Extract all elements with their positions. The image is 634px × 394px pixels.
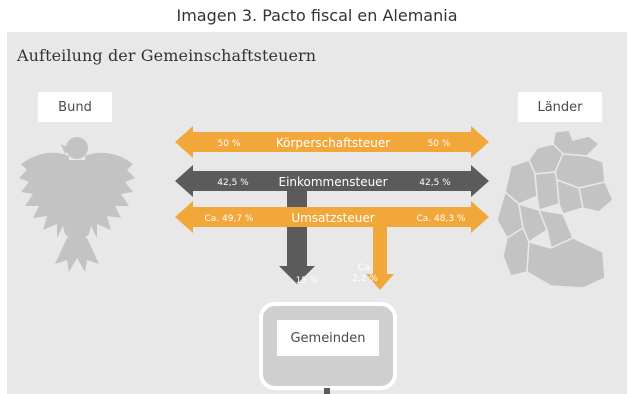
umsatzsteuer-label: Umsatzsteuer (291, 211, 374, 225)
laender-label: Länder (537, 99, 583, 115)
umsatzsteuer-gemeinden-share: 2,2 % (352, 274, 378, 284)
umsatzsteuer-branch-arrow (366, 227, 394, 290)
bund-label: Bund (58, 99, 92, 115)
laender-label-box: Länder (518, 92, 602, 122)
diagram-panel: Aufteilung der Gemeinschaftsteuern Bund … (7, 32, 627, 394)
einkommensteuer-bund-share: 42,5 % (217, 178, 249, 188)
federal-eagle-icon (19, 137, 135, 272)
germany-map-icon (496, 129, 614, 289)
einkommensteuer-laender-share: 42,5 % (419, 178, 451, 188)
gemeinden-label: Gemeinden (290, 330, 366, 346)
bund-label-box: Bund (38, 92, 112, 122)
koerperschaftsteuer-label: Körperschaftsteuer (276, 136, 390, 150)
umsatzsteuer-laender-share: Ca. 48,3 % (417, 214, 466, 224)
diagram-title: Aufteilung der Gemeinschaftsteuern (17, 46, 317, 65)
einkommensteuer-branch-arrow (279, 191, 315, 284)
umsatzsteuer-gemeinden-share-prefix: Ca. (358, 263, 373, 273)
einkommensteuer-gemeinden-share: 15 % (296, 276, 319, 286)
umsatzsteuer-bund-share: Ca. 49,7 % (205, 214, 254, 224)
figure-caption: Imagen 3. Pacto fiscal en Alemania (176, 6, 458, 25)
arrow-umsatzsteuer: Ca. 49,7 % Umsatzsteuer Ca. 48,3 % Ca. 2… (175, 201, 489, 290)
gemeinden-label-box: Gemeinden (277, 320, 379, 356)
arrow-koerperschaftsteuer: 50 % Körperschaftsteuer 50 % (175, 126, 489, 158)
koerperschaftsteuer-laender-share: 50 % (428, 139, 451, 149)
koerperschaftsteuer-bund-share: 50 % (218, 139, 241, 149)
diagram-graphics: 50 % Körperschaftsteuer 50 % 42,5 % Eink… (19, 126, 614, 394)
einkommensteuer-label: Einkommensteuer (278, 175, 387, 189)
gemeinden-sign (259, 302, 397, 394)
